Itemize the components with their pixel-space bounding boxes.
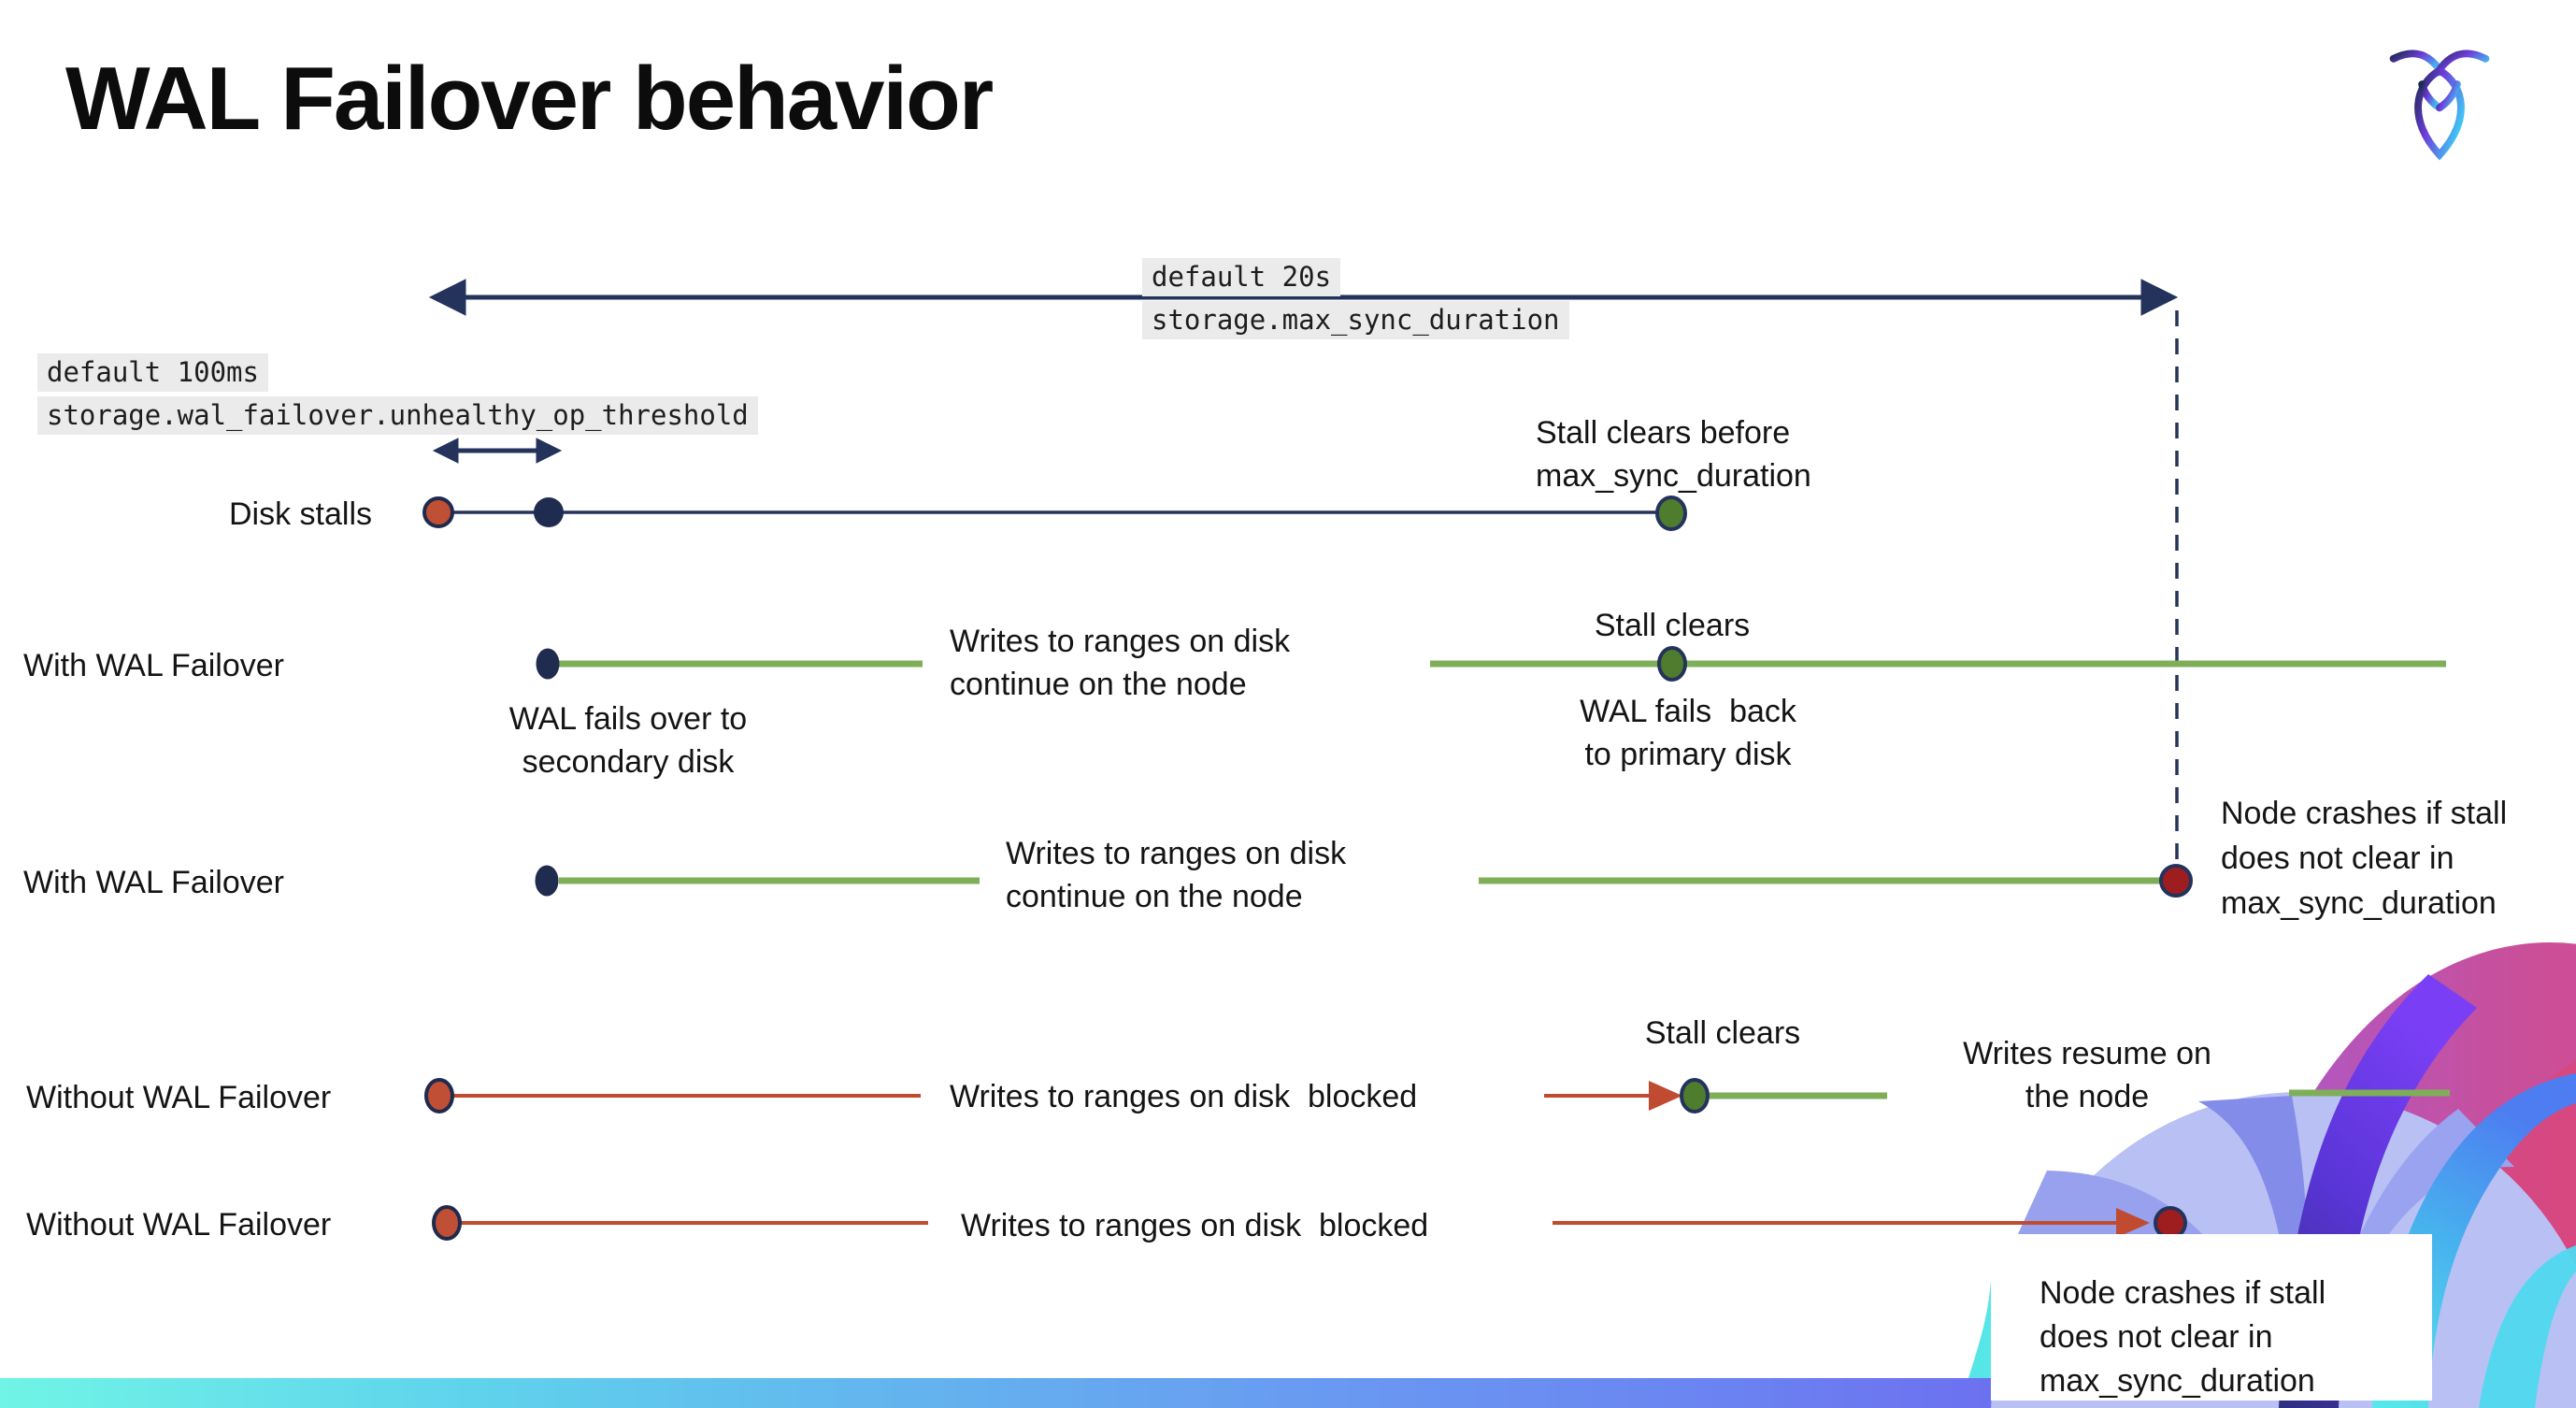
row-wal-failover-clears xyxy=(536,646,2446,682)
logo-arm-left xyxy=(2418,80,2443,112)
threshold-arrowhead-left xyxy=(432,438,459,464)
logo-arm-right xyxy=(2436,80,2461,112)
note-writes-continue-2: Writes to ranges on disk continue on the… xyxy=(1006,836,1347,914)
page-title: WAL Failover behavior xyxy=(65,49,994,149)
red-arrowhead xyxy=(2116,1208,2150,1238)
note-node-crashes-2: Node crashes if stall does not clear in … xyxy=(2039,1275,2326,1399)
note-stall-clears-2: Stall clears xyxy=(1644,1015,1801,1051)
art-petal-mid xyxy=(2198,1096,2309,1408)
stall-clears-dot xyxy=(1680,1078,1710,1113)
row-label-with-wal-failover-2: With WAL Failover xyxy=(23,865,284,900)
node-crash-dot xyxy=(2159,864,2193,898)
max-sync-duration-arrow xyxy=(428,279,2179,316)
row-label-without-wal-failover-2: Without WAL Failover xyxy=(26,1207,332,1243)
art-cyan-blade xyxy=(2479,1245,2576,1408)
note-node-crashes-1: Node crashes if stall does not clear in … xyxy=(2221,796,2508,921)
max-sync-default-label: default 20s xyxy=(1142,258,1341,296)
stall-clears-dot xyxy=(1655,496,1687,531)
row-no-failover-crash xyxy=(432,1205,2187,1241)
threshold-arrowhead-right xyxy=(536,438,563,464)
stall-clears-dot xyxy=(1657,646,1687,682)
failover-dot xyxy=(536,648,560,680)
threshold-setting-label: storage.wal_failover.unhealthy_op_thresh… xyxy=(37,396,758,435)
row-wal-failover-crash xyxy=(535,864,2193,898)
art-petal-right xyxy=(2303,1109,2514,1408)
threshold-default-label: default 100ms xyxy=(37,353,268,392)
threshold-dot xyxy=(534,497,564,527)
art-petal-left xyxy=(2017,1171,2298,1408)
note-writes-resume: Writes resume on the node xyxy=(1963,1036,2211,1114)
note-writes-blocked-1: Writes to ranges on disk blocked xyxy=(950,1079,1418,1114)
max-sync-arrowhead-right xyxy=(2140,279,2179,316)
node-crash-callout-box: Node crashes if stall does not clear in … xyxy=(1991,1234,2432,1401)
stall-start-dot xyxy=(424,1078,454,1113)
note-writes-continue-1: Writes to ranges on disk continue on the… xyxy=(950,624,1291,702)
note-stall-clears-1: Stall clears xyxy=(1594,608,1751,643)
row-label-disk-stalls: Disk stalls xyxy=(229,496,373,532)
note-stall-clears-before: Stall clears before max_sync_duration xyxy=(1536,415,1811,494)
note-wal-fails-over: WAL fails over to secondary disk xyxy=(508,701,748,780)
max-sync-setting-label: storage.max_sync_duration xyxy=(1142,301,1569,339)
stall-start-dot xyxy=(432,1205,462,1241)
threshold-arrow xyxy=(432,438,563,464)
row-no-failover-clears xyxy=(424,1078,2450,1113)
row-disk-stalls xyxy=(422,496,1687,531)
max-sync-arrowhead-left xyxy=(428,279,466,316)
row-label-without-wal-failover-1: Without WAL Failover xyxy=(26,1080,332,1115)
cockroachdb-logo-icon xyxy=(2389,50,2490,161)
row-label-with-wal-failover-1: With WAL Failover xyxy=(23,648,284,683)
failover-dot xyxy=(535,865,559,897)
red-arrowhead xyxy=(1649,1081,1682,1111)
stall-start-dot xyxy=(422,496,454,528)
note-writes-blocked-2: Writes to ranges on disk blocked xyxy=(961,1208,1429,1243)
note-wal-fails-back: WAL fails back to primary disk xyxy=(1580,694,1796,772)
